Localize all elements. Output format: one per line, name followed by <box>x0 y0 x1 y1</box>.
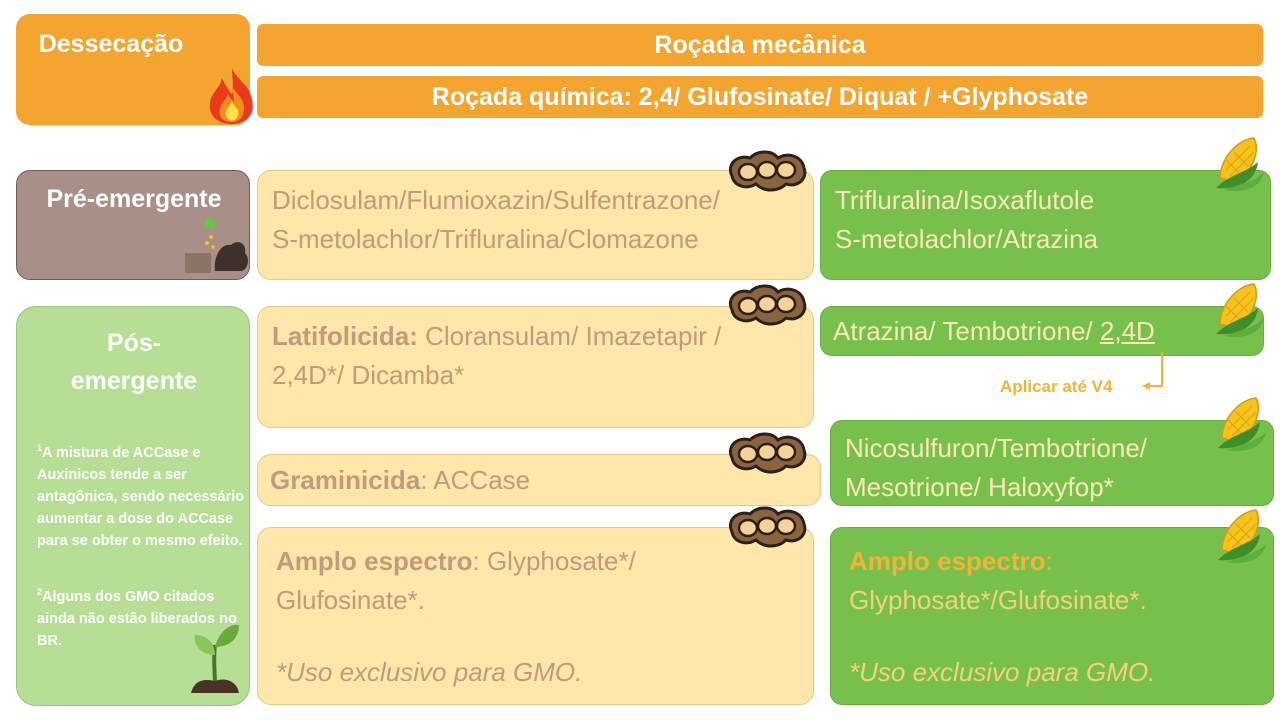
connector-arrow <box>1142 352 1163 390</box>
post-corn-2-line-2: Mesotrione/ Haloxyfop* <box>845 472 1114 502</box>
broadleaf-label: Latifolicida: <box>272 321 418 351</box>
corn-icon <box>1217 509 1267 564</box>
broadleaf-line-1: Latifolicida: Cloransulam/ Imazetapir / <box>272 317 799 356</box>
footnote-1: 1A mistura de ACCase e Auxinicos tende a… <box>37 437 245 552</box>
grass-label: Graminicida <box>270 465 421 495</box>
footnote-2-marker: 2 <box>37 587 43 597</box>
desiccation-label: Dessecação <box>38 30 184 58</box>
seedling-icon <box>191 624 239 693</box>
footnote-1-marker: 1 <box>37 443 43 453</box>
corn-icon <box>1215 283 1265 338</box>
soybean-pod-icon <box>728 506 807 548</box>
pre-corn-line-1: Trifluralina/Isoxaflutole <box>835 185 1095 215</box>
broad-spectrum-corn-box: Amplo espectro: Glyphosate*/Glufosinate*… <box>830 527 1274 705</box>
corn-icon <box>1217 397 1267 452</box>
footnote-1-text: A mistura de ACCase e Auxinicos tende a … <box>37 444 245 549</box>
post-emergent-label-line-1: Pós- <box>106 329 162 357</box>
gmo-note: *Uso exclusivo para GMO. <box>276 657 583 687</box>
pre-soy-line-2: S-metolachlor/Trifluralina/Clomazone <box>272 224 699 254</box>
corn-gmo-note: *Uso exclusivo para GMO. <box>849 657 1156 687</box>
post-emergent-label-box: Pós- emergente 1A mistura de ACCase e Au… <box>16 306 250 706</box>
post-corn-box-2: Nicosulfuron/Tembotrione/ Mesotrione/ Ha… <box>830 420 1274 506</box>
corn-broad-spectrum-line-2: Glyphosate*/Glufosinate*. <box>849 585 1147 615</box>
footnote-2: 2Alguns dos GMO citados ainda não estão … <box>37 581 247 652</box>
chemical-mowing-bar: Roçada química: 2,4/ Glufosinate/ Diquat… <box>257 76 1263 118</box>
fire-icon <box>209 68 253 124</box>
mechanical-mowing-bar: Roçada mecânica <box>257 24 1263 66</box>
broadleaf-line-2: 2,4D*/ Dicamba* <box>272 360 465 390</box>
footnote-2-text: Alguns dos GMO citados ainda não estão l… <box>37 588 237 649</box>
pre-emergent-label: Pré-emergente <box>46 185 222 213</box>
broad-spectrum-line-2: Glufosinate*. <box>276 585 425 615</box>
post-emergent-label-line-2: emergente <box>70 367 198 395</box>
corn-broad-spectrum-label: Amplo espectro <box>849 546 1046 576</box>
soybean-pod-icon <box>728 150 807 192</box>
broadleaf-herbicides: Cloransulam/ Imazetapir / <box>417 321 722 351</box>
pre-corn-line-2: S-metolachlor/Atrazina <box>835 224 1098 254</box>
broadleaf-soy-box: Latifolicida: Cloransulam/ Imazetapir / … <box>257 306 814 428</box>
pre-soy-line-1: Diclosulam/Flumioxazin/Sulfentrazone/ <box>272 185 720 215</box>
soybean-pod-icon <box>728 432 807 474</box>
broad-spectrum-line-1: Amplo espectro: Glyphosate*/ <box>276 542 795 581</box>
post-corn-2-line-1: Nicosulfuron/Tembotrione/ <box>845 433 1148 463</box>
post-corn-1-underlined: 2,4D <box>1099 316 1155 346</box>
broad-spectrum-soy-box: Amplo espectro: Glyphosate*/ Glufosinate… <box>257 527 814 705</box>
soybean-pod-icon <box>728 284 807 326</box>
desiccation-label-box: Dessecação <box>16 14 253 125</box>
apply-until-v4-note: Aplicar até V4 <box>1000 377 1113 396</box>
corn-icon <box>1215 137 1265 192</box>
pre-soy-box: Diclosulam/Flumioxazin/Sulfentrazone/ S-… <box>257 170 814 280</box>
pre-emergent-label-box: Pré-emergente <box>16 170 250 280</box>
grass-soy-box: Graminicida: ACCase <box>257 454 821 506</box>
corn-broad-spectrum-line-1: Amplo espectro: <box>849 542 1255 581</box>
soil-seed-icon <box>185 217 248 273</box>
grass-herbicides: : ACCase <box>420 465 531 495</box>
post-corn-1-text: Atrazina/ Tembotrione/ <box>833 316 1100 346</box>
broad-spectrum-herbicides: : Glyphosate*/ <box>472 546 636 576</box>
pre-corn-box: Trifluralina/Isoxaflutole S-metolachlor/… <box>820 170 1271 280</box>
post-corn-box-1: Atrazina/ Tembotrione/ 2,4D <box>820 306 1264 356</box>
broad-spectrum-label: Amplo espectro <box>276 546 473 576</box>
corn-broad-spectrum-colon: : <box>1045 546 1053 576</box>
